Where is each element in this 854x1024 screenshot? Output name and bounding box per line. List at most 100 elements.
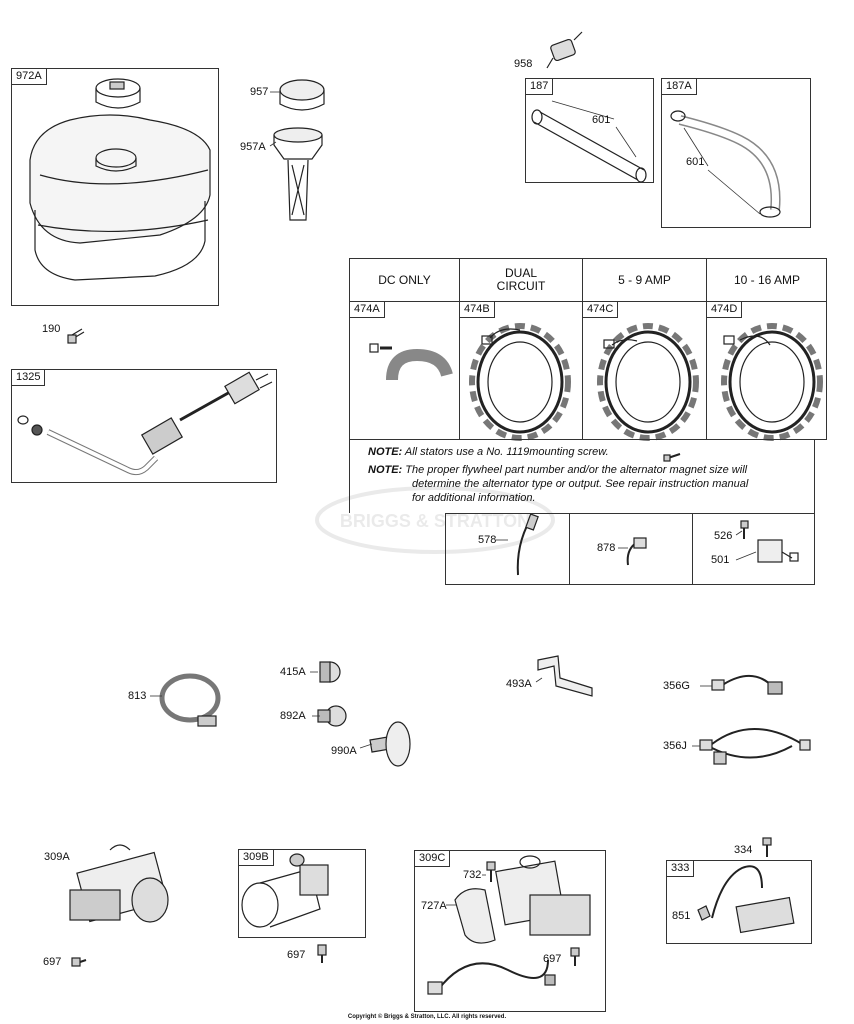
header-10-16-amp: 10 - 16 AMP	[733, 272, 801, 287]
cover-727A-icon	[454, 888, 496, 944]
cord-309C-icon	[427, 959, 556, 995]
part-tag-187A: 187A	[661, 78, 697, 95]
label-957: 957	[250, 86, 269, 98]
label-892A: 892A	[280, 710, 306, 722]
stator-474D-icon	[721, 323, 823, 441]
cell-878[interactable]	[570, 514, 693, 584]
harness-356J-icon	[699, 728, 811, 765]
label-415A: 415A	[280, 666, 306, 678]
part-tag-474A: 474A	[349, 301, 385, 318]
wire-578-icon	[516, 513, 539, 576]
cap-dipstick-957A-icon	[273, 127, 323, 221]
stator-table: DC ONLY DUAL CIRCUIT 5 - 9 AMP 10 - 16 A…	[349, 258, 827, 440]
label-697-c: 697	[543, 953, 562, 965]
part-box-1325[interactable]: 1325	[11, 369, 277, 483]
fuel-line-187-icon	[531, 109, 647, 183]
fuel-cap-957-icon	[279, 79, 325, 111]
notes-block: NOTE: All stators use a No. 1119mounting…	[349, 440, 815, 513]
label-851: 851	[672, 910, 691, 922]
starter-309C-icon	[495, 855, 591, 936]
part-box-309B[interactable]: 309B	[238, 849, 366, 938]
label-578: 578	[478, 534, 497, 546]
part-tag-187: 187	[525, 78, 554, 95]
switch-415A-icon	[319, 661, 341, 683]
stator-474B-icon	[469, 323, 571, 441]
regulator-501-icon	[757, 539, 799, 563]
part-tag-309B: 309B	[238, 849, 274, 866]
bolt-697b-icon	[317, 944, 327, 963]
cell-501[interactable]	[693, 514, 814, 584]
note-2-line2: determine the alternator type or output.…	[412, 478, 749, 490]
clip-851-icon	[697, 905, 711, 921]
cell-578[interactable]	[446, 514, 570, 584]
cell-474A[interactable]: 474A	[349, 301, 460, 440]
fuel-fitting-958-icon	[546, 31, 583, 69]
bolt-697a-icon	[71, 957, 87, 967]
cell-474C[interactable]: 474C	[582, 301, 707, 440]
part-box-187[interactable]: 187	[525, 78, 654, 183]
note-2: NOTE: The proper flywheel part number an…	[368, 464, 748, 476]
label-493A: 493A	[506, 678, 532, 690]
copyright: Copyright © Briggs & Stratton, LLC. All …	[347, 1014, 507, 1020]
stator-474C-icon	[597, 323, 699, 441]
fuel-cap-icon	[95, 78, 141, 109]
harness-356G-icon	[711, 675, 783, 695]
note-1: NOTE: All stators use a No. 1119mounting…	[368, 446, 609, 458]
part-box-333[interactable]: 333	[666, 860, 812, 944]
part-tag-1325: 1325	[11, 369, 46, 386]
connector-878-icon	[626, 537, 647, 566]
label-727A: 727A	[421, 900, 447, 912]
cell-474B[interactable]: 474B	[459, 301, 583, 440]
screw-526-icon	[740, 520, 749, 539]
bolt-190-icon	[67, 328, 85, 344]
part-tag-474B: 474B	[459, 301, 495, 318]
label-878: 878	[597, 542, 616, 554]
label-697-a: 697	[43, 956, 62, 968]
fuel-hose-187A-icon	[670, 110, 781, 218]
briggs-watermark: BRIGGS & STRATTON	[315, 486, 555, 554]
label-356J: 356J	[663, 740, 687, 752]
switch-892A-icon	[317, 705, 347, 727]
label-356G: 356G	[663, 680, 690, 692]
label-990A: 990A	[331, 745, 357, 757]
label-957A: 957A	[240, 141, 266, 153]
label-526: 526	[714, 530, 733, 542]
leader-lines	[150, 91, 761, 906]
label-601-b: 601	[686, 156, 705, 168]
starter-309A-icon	[69, 844, 169, 923]
header-dual-circuit: DUAL CIRCUIT	[460, 259, 583, 301]
label-190: 190	[42, 323, 61, 335]
label-309A: 309A	[44, 851, 70, 863]
accessory-row	[445, 513, 815, 585]
bolt-334-icon	[762, 837, 772, 857]
mounting-screw-icon	[663, 453, 681, 462]
label-958: 958	[514, 58, 533, 70]
label-697-b: 697	[287, 949, 306, 961]
label-813: 813	[128, 690, 147, 702]
part-box-972A[interactable]: 972A	[11, 68, 219, 306]
knob-990A-icon	[369, 721, 411, 767]
part-tag-474C: 474C	[582, 301, 619, 318]
bolt-697c-icon	[570, 947, 580, 966]
fuel-tank-icon	[29, 114, 211, 281]
watermark-text: BRIGGS & STRATTON	[340, 511, 530, 531]
starter-309B-icon	[241, 853, 329, 928]
ignition-module-333-icon	[711, 865, 795, 934]
label-501: 501	[711, 554, 730, 566]
part-box-309C[interactable]: 309C	[414, 850, 606, 1012]
cell-474D[interactable]: 474D	[706, 301, 827, 440]
note-2-line3: for additional information.	[412, 492, 536, 504]
label-601-a: 601	[592, 114, 611, 126]
engine-heater-1325-icon	[17, 371, 273, 476]
header-5-9-amp: 5 - 9 AMP	[583, 259, 707, 301]
part-tag-309C: 309C	[414, 850, 451, 867]
part-box-187A[interactable]: 187A	[661, 78, 811, 228]
bracket-493A-icon	[537, 655, 593, 697]
header-dc-only: DC ONLY	[350, 259, 460, 301]
bolt-732-icon	[486, 861, 496, 882]
part-tag-474D: 474D	[706, 301, 743, 318]
label-732: 732	[463, 869, 482, 881]
stator-474A-icon	[369, 343, 453, 381]
part-tag-972A: 972A	[11, 68, 47, 85]
label-334: 334	[734, 844, 753, 856]
